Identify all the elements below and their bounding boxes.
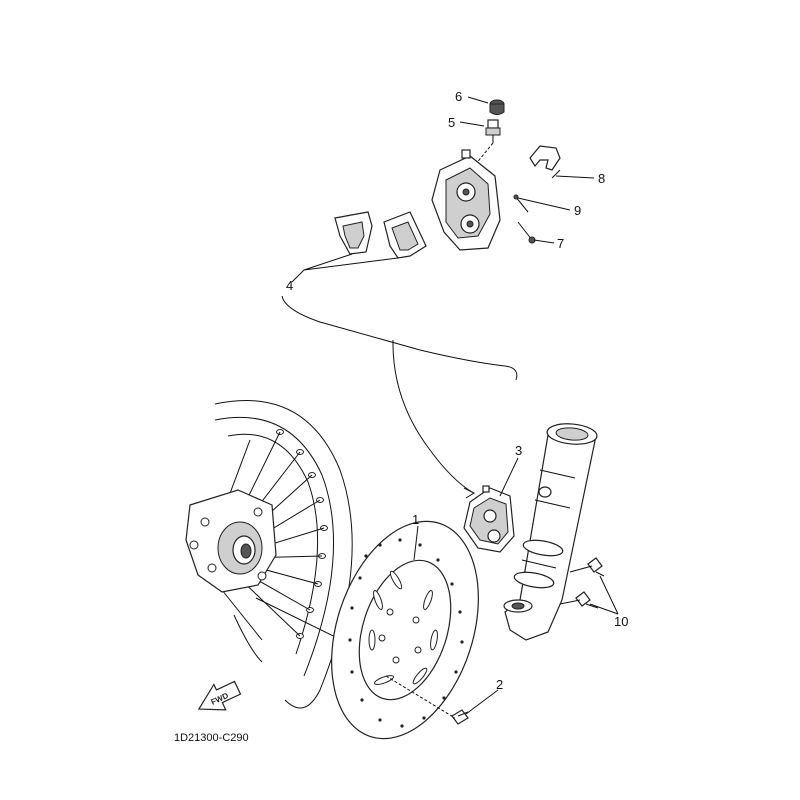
callout-6: 6 [455, 89, 462, 104]
front-wheel [185, 400, 353, 709]
caliper-bolts [559, 557, 603, 607]
pad-pin [513, 194, 529, 213]
caliper-exploded-group [303, 99, 561, 271]
bleed-screw [485, 119, 501, 143]
callout-3: 3 [515, 443, 522, 458]
group-bracket [281, 295, 518, 499]
callout-10: 10 [614, 614, 628, 629]
part-code: 1D21300-C290 [174, 732, 249, 744]
callout-4: 4 [286, 278, 293, 293]
caliper-body [431, 149, 501, 251]
callout-2: 2 [496, 677, 503, 692]
callout-8: 8 [598, 171, 605, 186]
disc-bolt [451, 709, 469, 725]
brake-disc [331, 520, 479, 740]
bleed-cap [489, 99, 505, 115]
pin-clip [517, 221, 536, 244]
callout-leaders [291, 96, 619, 715]
callout-9: 9 [574, 203, 581, 218]
callout-1: 1 [412, 512, 419, 527]
brake-pads [334, 211, 427, 259]
pad-spring [529, 145, 561, 179]
caliper-assembled [463, 485, 515, 553]
forward-direction-arrow: FWD [197, 680, 242, 711]
fork-leg [503, 423, 598, 641]
callout-labels: 1 2 3 4 5 6 7 8 9 10 [286, 89, 628, 692]
callout-7: 7 [557, 236, 564, 251]
callout-5: 5 [448, 115, 455, 130]
